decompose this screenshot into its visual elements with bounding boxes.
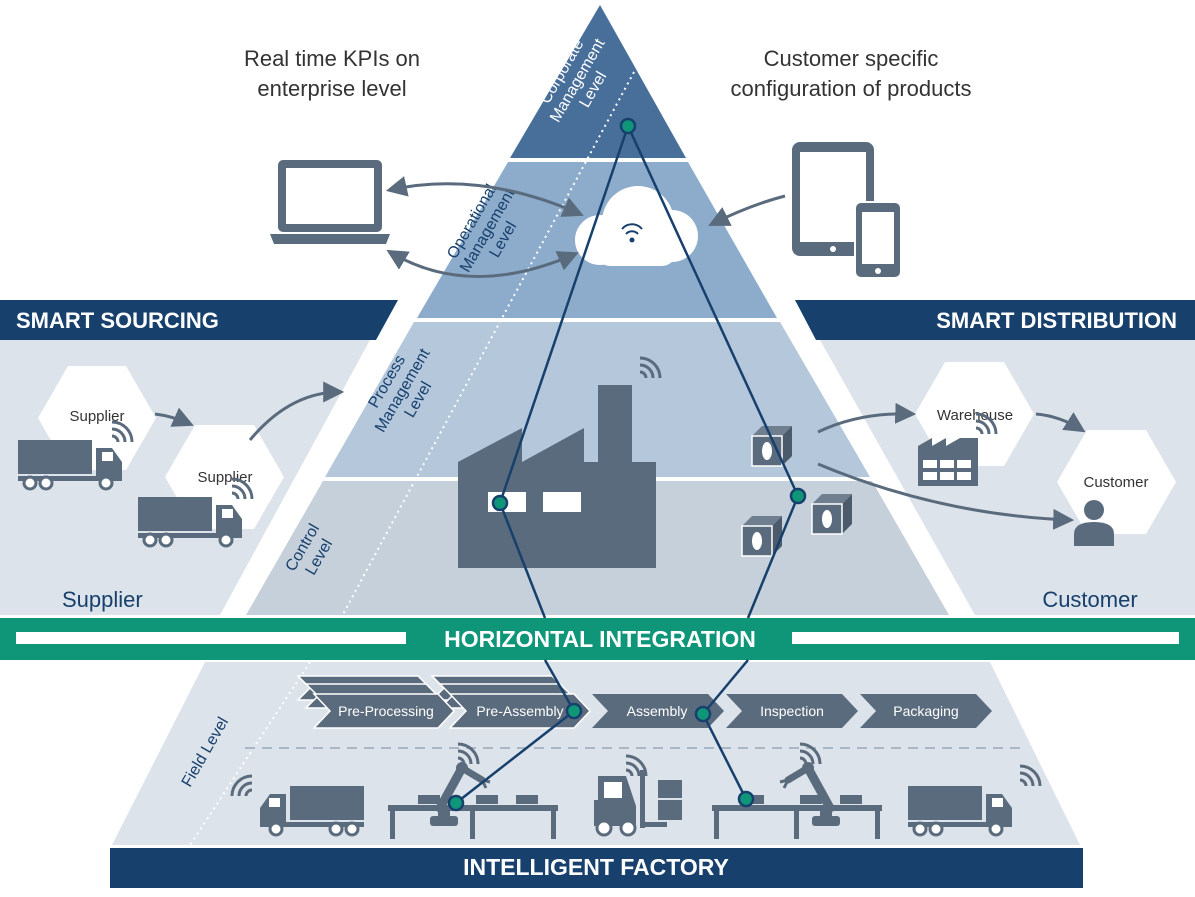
process-level-band bbox=[325, 322, 870, 477]
node-factory bbox=[491, 494, 509, 512]
integration-nodes bbox=[447, 117, 807, 812]
warehouse-icon bbox=[918, 438, 978, 486]
node-assembly bbox=[694, 705, 712, 723]
assembly-label: Assembly bbox=[627, 703, 688, 719]
smart-sourcing-banner bbox=[0, 300, 398, 340]
packaging-label: Packaging bbox=[893, 703, 958, 719]
node-robot-1 bbox=[447, 794, 465, 812]
phone-icon bbox=[854, 201, 902, 279]
smart-distribution-label: SMART DISTRIBUTION bbox=[936, 308, 1177, 333]
laptop-cloud-arrow bbox=[385, 176, 584, 217]
corporate-level-band bbox=[510, 5, 686, 158]
node-robot-2 bbox=[737, 790, 755, 808]
kpi-caption-line1: Real time KPIs on bbox=[244, 46, 420, 71]
kpi-caption-line2: enterprise level bbox=[257, 76, 406, 101]
supplier-arrow-2 bbox=[248, 381, 345, 441]
horizontal-integration-label: HORIZONTAL INTEGRATION bbox=[444, 626, 756, 652]
config-caption-line2: configuration of products bbox=[731, 76, 972, 101]
assembly-chevron bbox=[592, 694, 724, 728]
field-divider-dotted bbox=[189, 661, 311, 846]
intelligent-factory-banner bbox=[110, 848, 1083, 888]
packaging-chevron bbox=[860, 694, 992, 728]
horizontal-bar-left bbox=[16, 632, 406, 644]
person-icon bbox=[1074, 500, 1114, 546]
config-caption-line1: Customer specific bbox=[764, 46, 939, 71]
laptop-icon bbox=[270, 160, 390, 244]
supplier-hex-2-label: Supplier bbox=[197, 469, 252, 486]
box-icon bbox=[751, 425, 793, 467]
pre-assembly-chevron bbox=[448, 693, 592, 729]
distribution-arrow-1 bbox=[817, 402, 917, 434]
laptop-cloud-arrow-2 bbox=[386, 249, 579, 278]
supplier-arrow-1 bbox=[154, 407, 194, 427]
smart-sourcing-label: SMART SOURCING bbox=[16, 308, 219, 333]
tablet-cloud-arrow bbox=[708, 194, 786, 226]
intelligent-factory-label: INTELLIGENT FACTORY bbox=[463, 854, 729, 880]
warehouse-hex-label: Warehouse bbox=[937, 407, 1013, 424]
pre-processing-label: Pre-Processing bbox=[338, 703, 434, 719]
horizontal-bar-right bbox=[792, 632, 1179, 644]
node-pre-assembly bbox=[565, 702, 583, 720]
level-divider-dotted bbox=[339, 71, 635, 621]
distribution-arrow-3 bbox=[817, 462, 1075, 530]
forklift-icon bbox=[594, 770, 682, 837]
inspection-chevron bbox=[726, 694, 858, 728]
inspection-label: Inspection bbox=[760, 703, 824, 719]
customer-zone-label: Customer bbox=[1042, 587, 1137, 612]
node-distribution bbox=[789, 487, 807, 505]
pre-processing-chevron bbox=[312, 693, 456, 729]
supplier-zone-label: Supplier bbox=[62, 587, 143, 612]
smart-distribution-banner bbox=[795, 300, 1195, 340]
supplier-hex-1-label: Supplier bbox=[69, 408, 124, 425]
box-icon-3 bbox=[811, 493, 853, 535]
node-corporate bbox=[619, 117, 637, 135]
pre-assembly-label: Pre-Assembly bbox=[476, 703, 563, 719]
distribution-arrow-2 bbox=[1035, 412, 1086, 433]
customer-hex-label: Customer bbox=[1083, 474, 1148, 491]
